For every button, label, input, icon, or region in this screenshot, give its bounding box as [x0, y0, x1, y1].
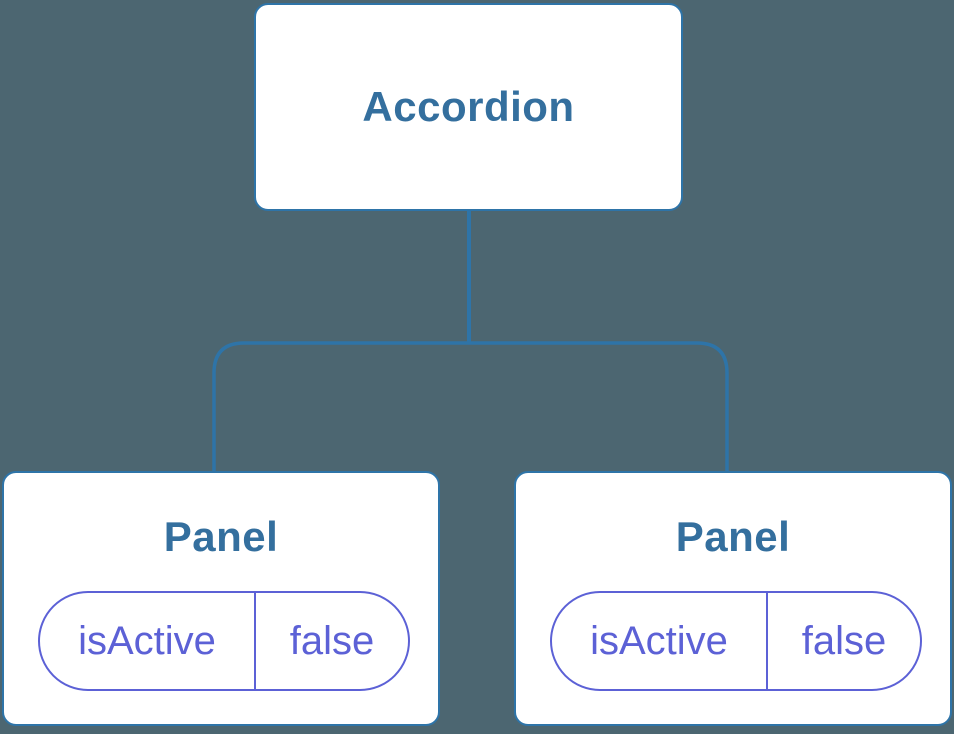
- connector-branch: [212, 341, 729, 471]
- state-value-panel-1: false: [289, 618, 375, 663]
- state-pill-panel-1: isActive false: [38, 591, 410, 691]
- component-name-panel-1: Panel: [163, 513, 279, 560]
- component-node-panel-2: Panel isActive false: [514, 471, 952, 726]
- component-name-accordion: Accordion: [362, 83, 575, 130]
- component-name-panel-2: Panel: [675, 513, 791, 560]
- state-key-panel-1: isActive: [40, 593, 256, 689]
- component-node-accordion: Accordion: [254, 3, 683, 211]
- component-node-panel-1: Panel isActive false: [2, 471, 440, 726]
- state-pill-panel-2: isActive false: [550, 591, 922, 691]
- state-key-panel-2: isActive: [552, 593, 768, 689]
- state-value-panel-2: false: [801, 618, 887, 663]
